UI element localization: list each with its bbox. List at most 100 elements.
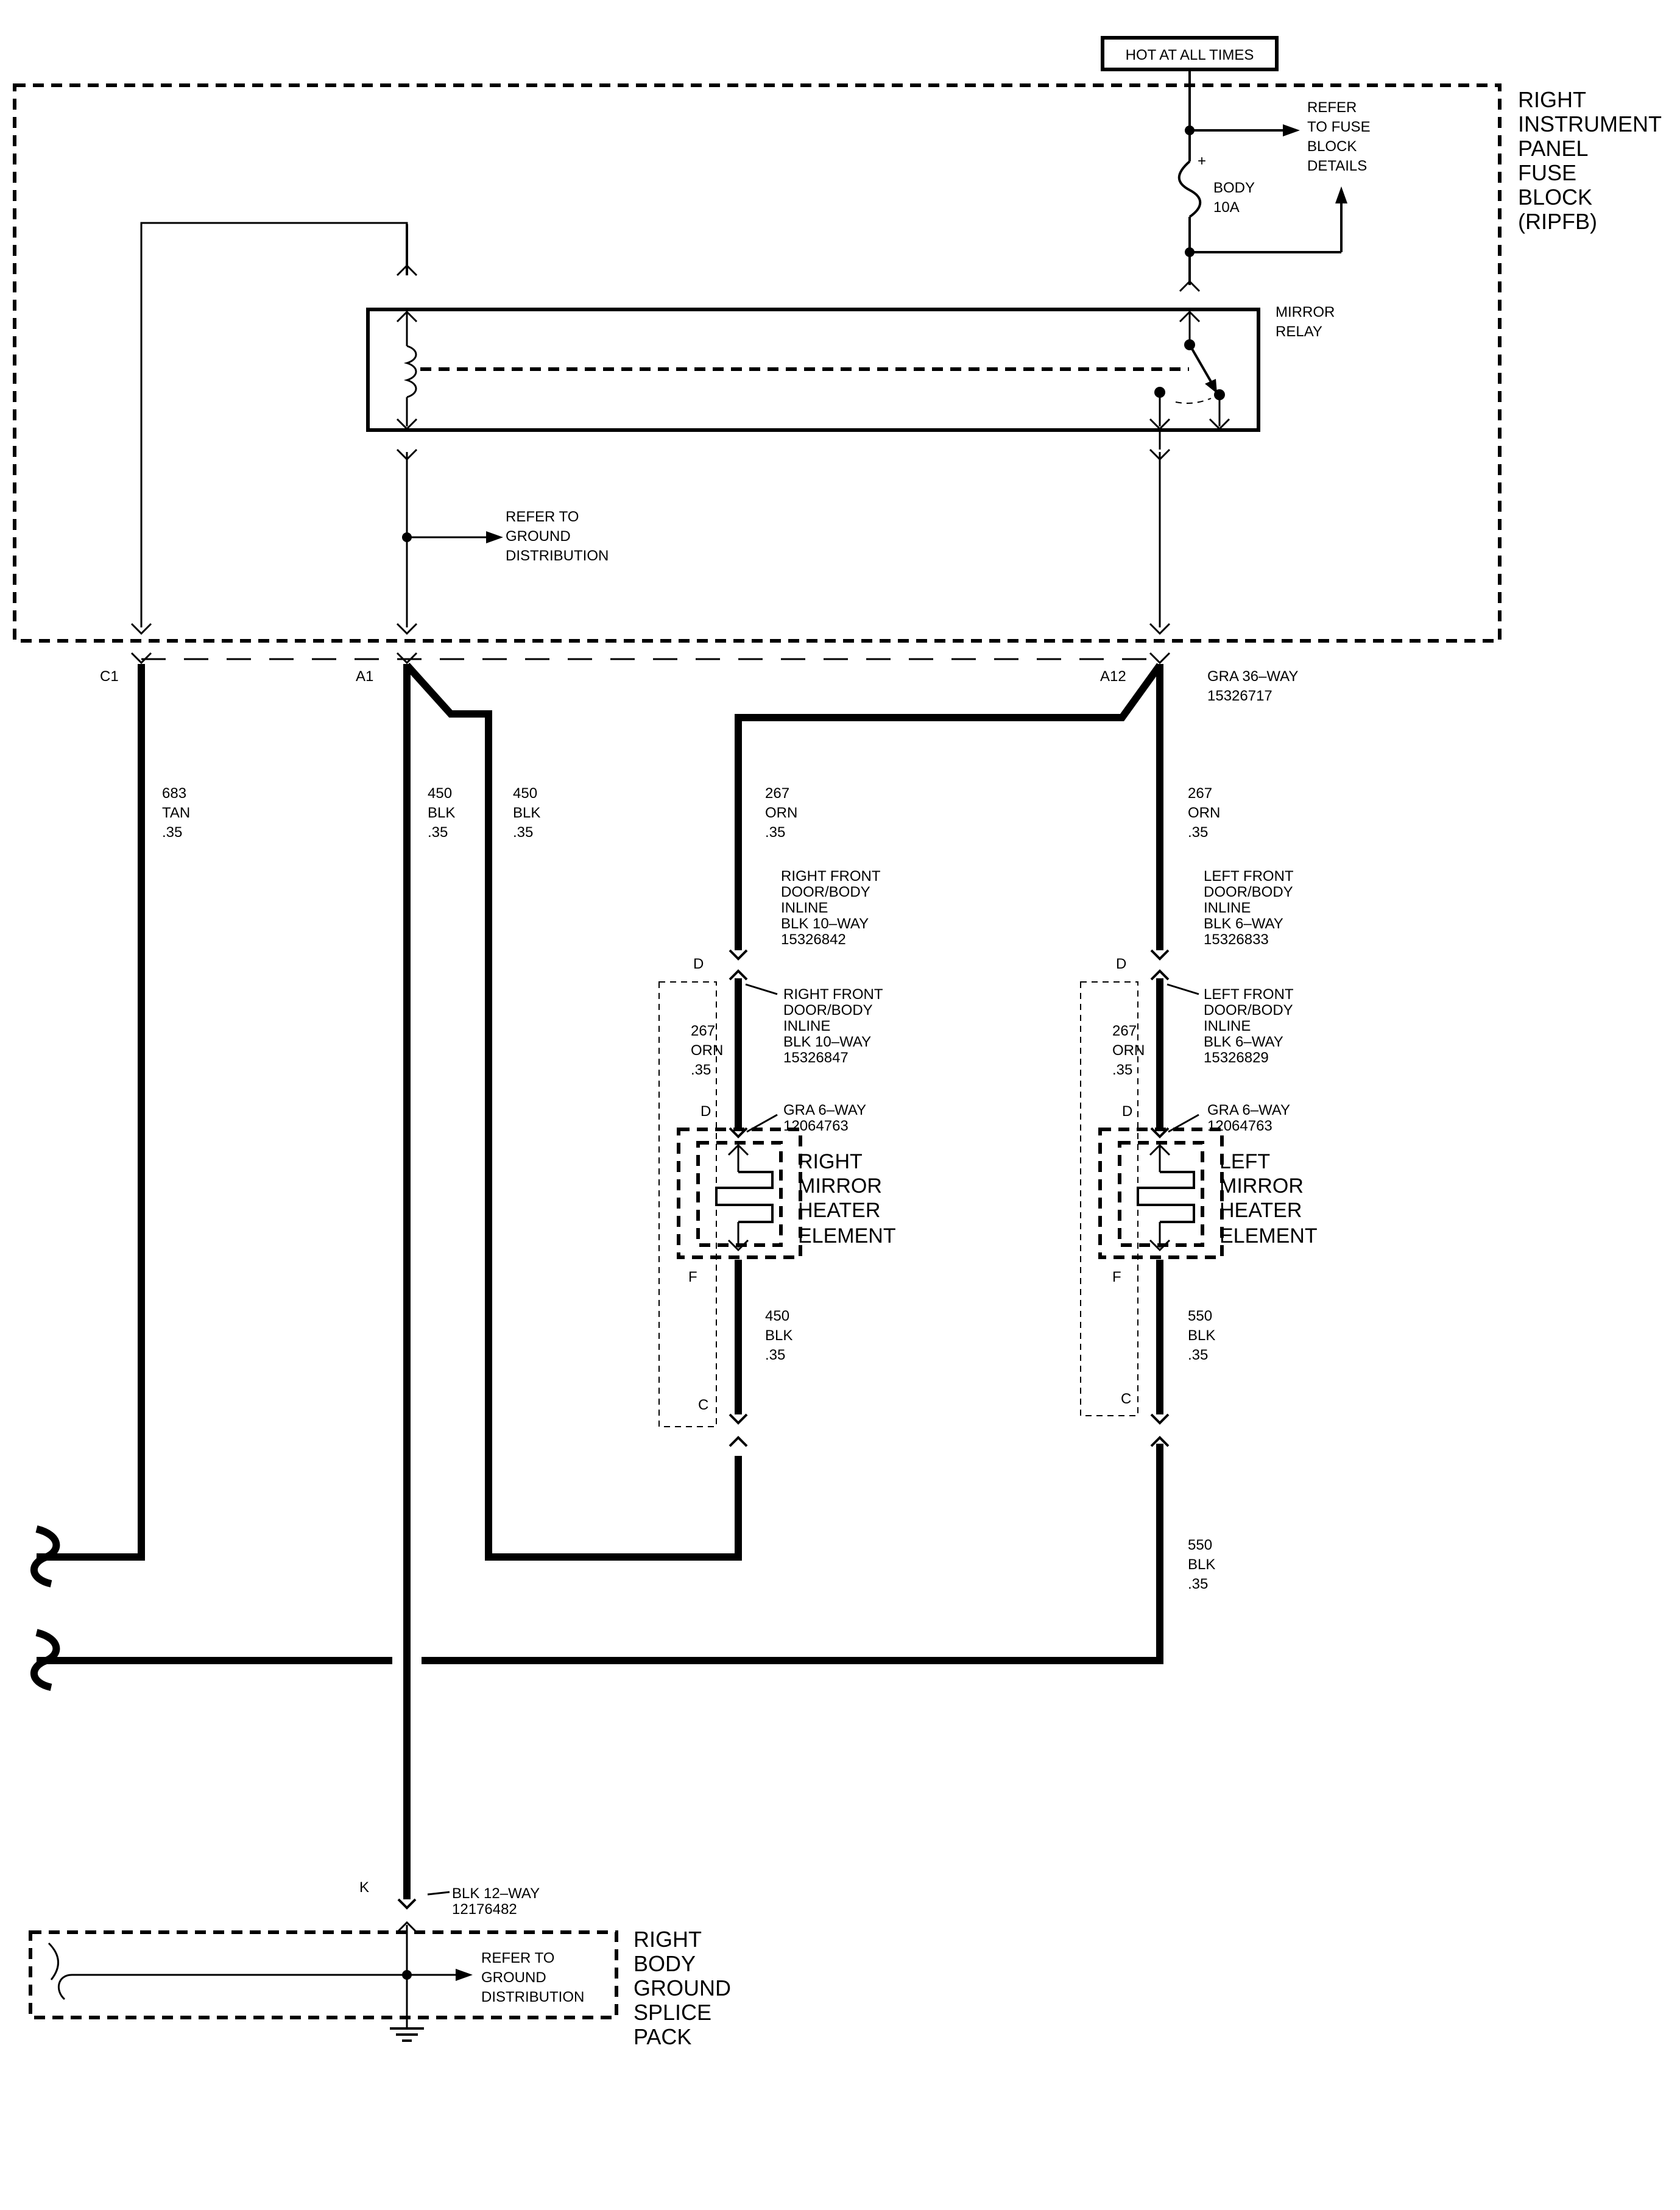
ground-connector-label: BLK 12–WAY 12176482 [452, 1885, 540, 1918]
left-pin-d2: D [1122, 1103, 1132, 1120]
heater-element-icon [715, 1171, 774, 1223]
arrow-right-icon [486, 531, 503, 543]
hot-at-all-times-label: HOT AT ALL TIMES [1126, 47, 1254, 63]
splice-title-line: PACK [634, 2024, 691, 2049]
refer-ground-line: DISTRIBUTION [506, 548, 609, 564]
inline-label-line: BLK 10–WAY [783, 1034, 871, 1050]
wire-label-line: .35 [691, 1062, 711, 1078]
wire-label-line: 450 [765, 1308, 789, 1324]
wire-label-line: .35 [513, 824, 533, 841]
connector-main-terminals [130, 652, 1171, 665]
relay-box [366, 308, 1260, 432]
right-mirror-heater-element [677, 1128, 802, 1259]
inline-label-line: INLINE [1204, 1018, 1251, 1034]
pin-a12: A12 [1100, 668, 1126, 685]
left-mirror-heater-label: LEFT MIRROR HEATER ELEMENT [1219, 1150, 1318, 1248]
left-pin-d1: D [1116, 956, 1126, 972]
inline-label-line: BLK 6–WAY [1204, 916, 1283, 932]
connector-label-line: 12064763 [783, 1118, 849, 1134]
heater-element-icon [1137, 1171, 1195, 1223]
wire-label-line: ORN [1112, 1042, 1145, 1059]
inline-label-line: BLK 10–WAY [781, 916, 869, 932]
refer-ground-line: GROUND [481, 1969, 546, 1986]
splice-title-line: RIGHT [634, 1927, 702, 1952]
mirror-relay [366, 224, 1260, 450]
wire-label-line: BLK [428, 805, 455, 821]
wire-label-550-heater: 550 BLK .35 [1188, 1308, 1215, 1363]
wire-label-267-mid-left: 267 ORN .35 [1112, 1023, 1145, 1078]
inline-label-line: DOOR/BODY [1204, 884, 1293, 900]
right-mirror-heater-label: RIGHT MIRROR HEATER ELEMENT [798, 1150, 896, 1248]
inline-label-line: INLINE [783, 1018, 830, 1034]
refer-fuse-block-details: REFER TO FUSE BLOCK DETAILS [1307, 99, 1371, 174]
fuse-block-title-line: RIGHT [1518, 87, 1586, 112]
inline-label-line: 15326847 [783, 1050, 849, 1066]
harness-wires [37, 662, 1163, 1899]
fuse-label-line: 10A [1213, 199, 1240, 216]
connector-label-line: 12064763 [1207, 1118, 1272, 1134]
wire-label-line: 450 [428, 785, 452, 802]
refer-ground-line: GROUND [506, 528, 571, 545]
arrow-up-icon [1335, 186, 1347, 203]
relay-label-line: RELAY [1276, 323, 1322, 340]
wire-label-line: BLK [513, 805, 540, 821]
wire-label-line: 550 [1188, 1308, 1212, 1324]
wire-label-line: 267 [1112, 1023, 1137, 1039]
element-label-line: ELEMENT [1219, 1224, 1318, 1248]
right-pin-d2: D [701, 1103, 711, 1120]
inline-label-line: RIGHT FRONT [783, 986, 883, 1003]
left-mirror-heater-element [1098, 1128, 1224, 1259]
wire-label-line: .35 [1188, 1576, 1208, 1592]
inline-label-line: 15326833 [1204, 931, 1269, 948]
connector-label-line: GRA 6–WAY [783, 1102, 866, 1118]
right-inline-lower-label: RIGHT FRONT DOOR/BODY INLINE BLK 10–WAY … [783, 986, 883, 1066]
connector-main-label: GRA 36–WAY 15326717 [1207, 668, 1298, 704]
connector-label-line: GRA 6–WAY [1207, 1102, 1290, 1118]
splice-title-line: SPLICE [634, 2000, 711, 2025]
wire-label-line: ORN [691, 1042, 723, 1059]
refer-ground-line: REFER TO [506, 509, 579, 525]
refer-fuse-line: TO FUSE [1307, 119, 1371, 135]
refer-ground-line: DISTRIBUTION [481, 1989, 584, 2005]
connector-main-line: 15326717 [1207, 688, 1272, 704]
arrow-right-icon [456, 1969, 473, 1981]
wire-label-line: BLK [1188, 1327, 1215, 1344]
ground-pin-k: K [359, 1879, 369, 1896]
wire-label-line: .35 [1188, 824, 1208, 841]
right-heater-connector-label: GRA 6–WAY 12064763 [783, 1102, 866, 1134]
wire-label-450b: 450 BLK .35 [513, 785, 540, 841]
wire-label-267-top-left: 267 ORN .35 [1188, 785, 1220, 841]
element-label-line: HEATER [798, 1199, 880, 1222]
splice-title-line: BODY [634, 1951, 696, 1976]
right-heater-outer-dashed [677, 1128, 802, 1259]
inline-label-line: DOOR/BODY [1204, 1002, 1293, 1019]
relay-coil-icon [403, 345, 417, 398]
pin-a1: A1 [356, 668, 373, 685]
fuse-label: BODY 10A [1213, 180, 1255, 216]
inline-label-line: LEFT FRONT [1204, 986, 1294, 1003]
inline-label-line: RIGHT FRONT [781, 868, 881, 884]
left-pin-f: F [1112, 1269, 1121, 1285]
right-inline-upper-label: RIGHT FRONT DOOR/BODY INLINE BLK 10–WAY … [781, 868, 881, 948]
wire-label-550-lower: 550 BLK .35 [1188, 1537, 1215, 1592]
wire-label-line: TAN [162, 805, 190, 821]
refer-ground-distribution-lower: REFER TO GROUND DISTRIBUTION [481, 1950, 584, 2005]
left-inline-lower-label: LEFT FRONT DOOR/BODY INLINE BLK 6–WAY 15… [1204, 986, 1294, 1066]
fuse-block-title-line: PANEL [1518, 136, 1588, 161]
right-heater-inner-dashed [696, 1141, 783, 1247]
ground-connector-line: BLK 12–WAY [452, 1885, 540, 1902]
terminal-icon [396, 264, 418, 277]
refer-fuse-line: BLOCK [1307, 138, 1357, 155]
inline-label-line: BLK 6–WAY [1204, 1034, 1283, 1050]
inline-label-line: INLINE [1204, 900, 1251, 916]
left-inline-upper-label: LEFT FRONT DOOR/BODY INLINE BLK 6–WAY 15… [1204, 868, 1294, 948]
element-label-line: MIRROR [798, 1174, 882, 1198]
inline-label-line: INLINE [781, 900, 828, 916]
ground-connector-line: 12176482 [452, 1901, 517, 1918]
element-label-line: ELEMENT [798, 1224, 896, 1248]
relay-switch-arm [1188, 344, 1213, 385]
internal-wires [130, 222, 1171, 635]
right-pin-c: C [698, 1397, 708, 1413]
fuse-block-boundary [13, 83, 1502, 643]
inline-label-line: DOOR/BODY [781, 884, 870, 900]
